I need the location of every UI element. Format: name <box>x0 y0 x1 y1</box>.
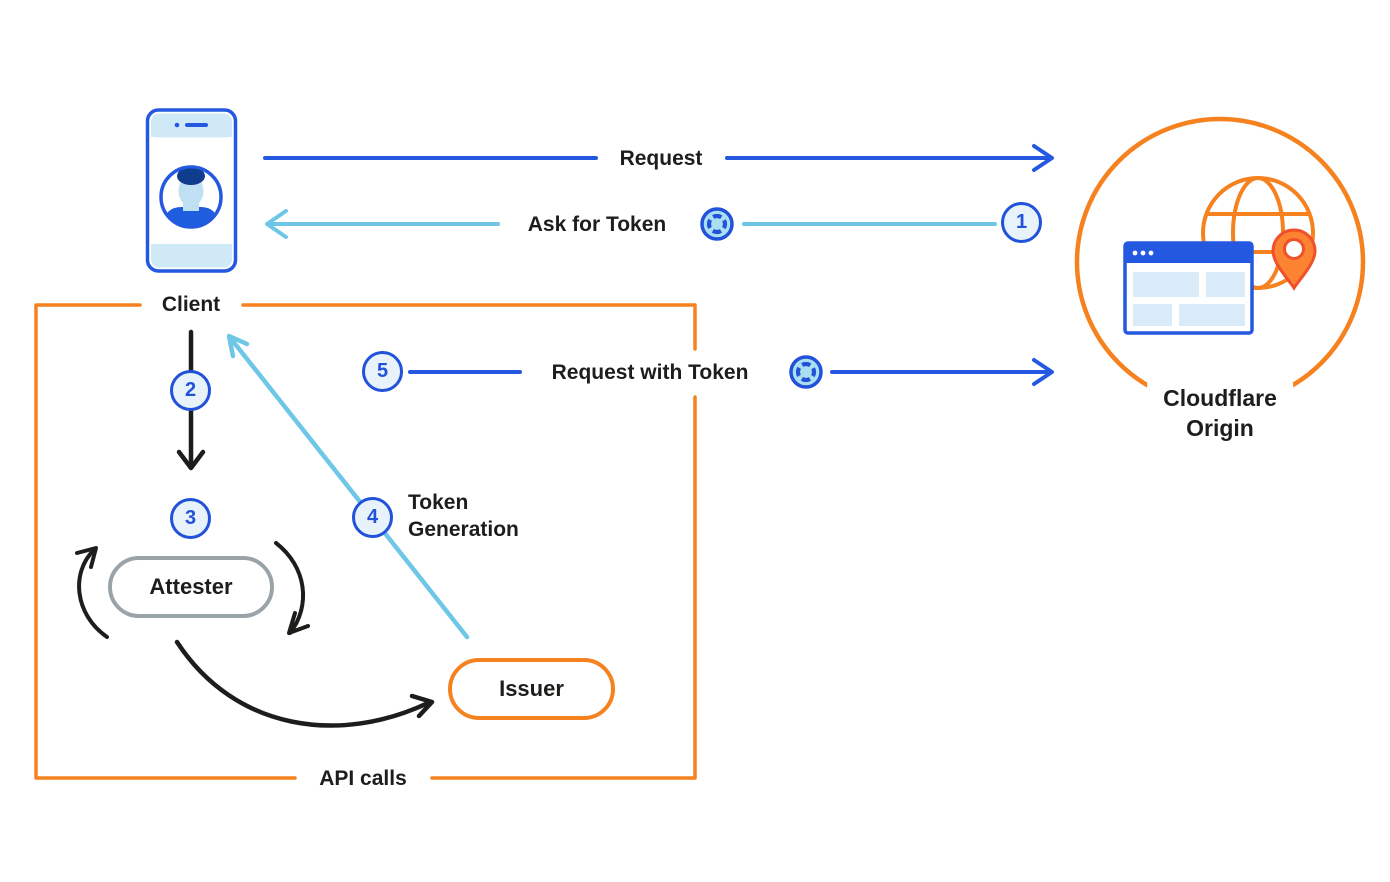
cloudflare-origin-node <box>1074 116 1366 408</box>
ask-for-token-label: Ask for Token <box>527 213 667 236</box>
attester-node: Attester <box>108 556 274 618</box>
arrowhead-icon <box>75 546 98 569</box>
request-label: Request <box>619 147 703 170</box>
location-pin-icon <box>1271 228 1317 292</box>
step-badge-1: 1 <box>1001 202 1042 243</box>
cloudflare-origin-line2: Origin <box>1186 415 1254 441</box>
user-avatar-icon <box>159 165 223 229</box>
client-label: Client <box>149 293 233 317</box>
arrowhead-left-icon <box>265 209 288 239</box>
token-icon <box>702 209 732 239</box>
attestation-cycle-arrows <box>75 541 310 639</box>
issuer-label: Issuer <box>499 676 564 701</box>
arrowhead-up-left-icon <box>226 333 250 359</box>
arrowhead-right-icon <box>1032 358 1054 386</box>
request-with-token-label: Request with Token <box>545 361 755 385</box>
issuer-node: Issuer <box>448 658 615 720</box>
arrowhead-right-icon <box>1032 144 1054 172</box>
token-generation-line1: Token <box>408 491 469 514</box>
request-arrow <box>263 144 1054 172</box>
cloudflare-origin-label: Cloudflare Origin <box>1147 383 1293 443</box>
token-icon <box>791 357 821 387</box>
step-badge-5: 5 <box>362 351 403 392</box>
step-badge-3: 3 <box>170 498 211 539</box>
token-generation-arrow <box>226 333 470 640</box>
request-with-token-arrow <box>408 358 1054 386</box>
browser-window-icon <box>1123 241 1254 335</box>
step-badge-4: 4 <box>352 497 393 538</box>
api-calls-label: API calls <box>305 767 421 791</box>
ask-for-token-arrow <box>265 209 997 239</box>
api-group-box <box>34 303 697 780</box>
arrowhead-icon <box>287 611 310 635</box>
token-generation-line2: Generation <box>408 518 519 541</box>
smartphone-icon <box>145 108 238 273</box>
attester-to-issuer-arrow <box>174 639 435 728</box>
cloudflare-origin-line1: Cloudflare <box>1163 385 1277 411</box>
token-generation-label: Token Generation <box>408 489 519 543</box>
arrowhead-down-icon <box>176 449 206 471</box>
arrowhead-icon <box>409 693 435 719</box>
attester-label: Attester <box>149 574 233 599</box>
step-badge-2: 2 <box>170 370 211 411</box>
